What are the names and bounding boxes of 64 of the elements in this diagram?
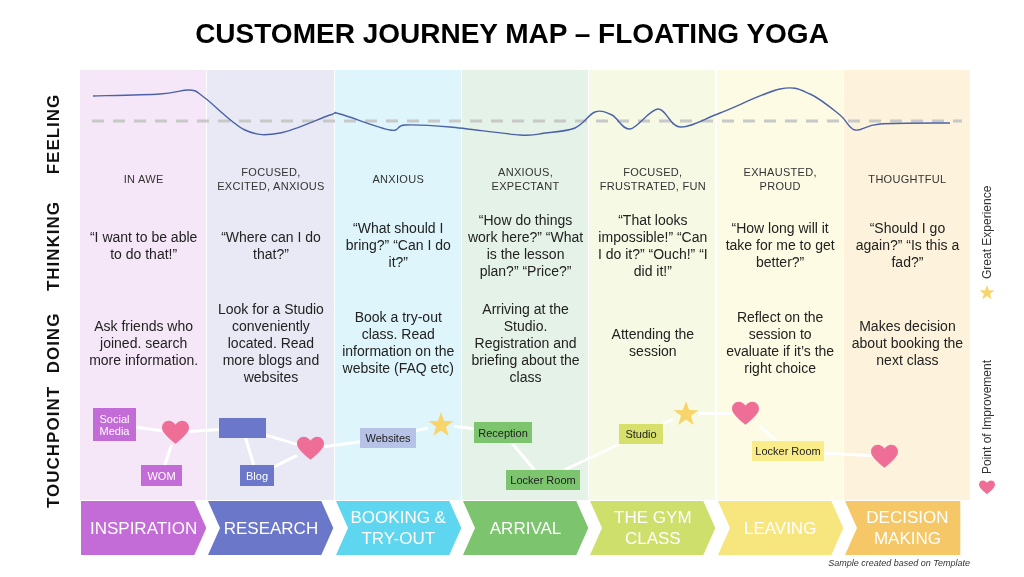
emotion-label: ANXIOUS (371, 172, 426, 187)
stage-banner: BOOKING & TRY-OUT (335, 501, 461, 555)
connector-line (758, 424, 778, 443)
connector-line (135, 425, 163, 433)
connector-line (244, 437, 256, 466)
touchpoint-box: Social Media (93, 408, 136, 441)
connector-line (563, 442, 621, 472)
action-text: Arriving at the Studio. Registration and briefing about the class (470, 301, 581, 385)
touchpoint-box: Locker Room (752, 441, 824, 461)
connector-line (323, 440, 361, 449)
action-text: Reflect on the session to evaluate if it’s the right choice (725, 308, 836, 378)
row-header: TOUCHPOINT (44, 385, 64, 508)
connector-line (453, 424, 475, 431)
thought-quote: “Should I go again?” “Is this a fad?” (854, 219, 961, 272)
connector-line (188, 428, 220, 434)
heart-icon (162, 420, 189, 445)
emotion-label: IN AWE (122, 172, 165, 187)
connector-line (662, 418, 674, 426)
star-icon (673, 401, 699, 426)
row-header: FEELING (44, 93, 64, 175)
thought-quote: “Where can I do that?” (220, 227, 322, 264)
legend-text: Point of Improvement (980, 358, 994, 474)
thought-quote: “What should I bring?” “Can I do it?” (344, 219, 452, 272)
stage-banner: THE GYM CLASS (590, 501, 716, 555)
title: CUSTOMER JOURNEY MAP – FLOATING YOGA (194, 18, 830, 50)
action-text: Attending the session (610, 325, 696, 361)
emotion-label: FOCUSED, EXCITED, ANXIOUS (216, 165, 326, 194)
connector-line (510, 442, 536, 471)
emotion-label: EXHAUSTED, PROUD (742, 165, 818, 194)
touchpoint-box: Studio (619, 424, 663, 444)
action-text: Makes decision about booking the next class (850, 316, 965, 370)
caption: Sample created based on Template (828, 558, 970, 568)
action-text: Look for a Studio conveniently located. Read more blogs and websites (217, 301, 325, 385)
stage-banner: RESEARCH (208, 501, 334, 555)
row-header: DOING (44, 312, 64, 374)
emotion-label: FOCUSED, FRUSTRATED, FUN (598, 165, 707, 194)
thought-quote: “That looks impossible!” “Can I do it?” “Ouch!” “I did it!” (597, 210, 709, 281)
touchpoint-box: Blog (240, 465, 274, 486)
thought-quote: “I want to be able to do that!” (88, 227, 199, 264)
emotion-label: THOUGHTFUL (867, 172, 948, 187)
connector-line (273, 453, 298, 469)
heart-icon (297, 436, 324, 461)
stage-banner: LEAVING (717, 501, 843, 555)
connector-line (823, 451, 872, 458)
heart-icon (732, 401, 759, 426)
touchpoint-box: Locker Room (506, 470, 580, 490)
connector-line (163, 444, 173, 466)
touchpoint-box: Websites (360, 428, 416, 448)
legend-text: Great Experience (980, 184, 994, 279)
heart-icon (871, 444, 898, 469)
connector-line (265, 433, 298, 446)
touchpoint-box: WOM (141, 465, 182, 486)
action-text: Book a try-out class. Read information on the website (FAQ etc) (341, 308, 456, 378)
emotion-label: ANXIOUS, EXPECTANT (490, 165, 561, 194)
thought-quote: “How do things work here?” “What is the lesson plan?” “Price?” (467, 210, 584, 281)
star-icon (428, 412, 454, 437)
stage-banner: ARRIVAL (462, 501, 589, 555)
action-text: Ask friends who joined. search more information. (88, 316, 200, 370)
connector-line (415, 426, 429, 433)
touchpoint-box: Reception (474, 422, 532, 443)
thought-quote: “How long will it take for me to get better?” (724, 219, 836, 272)
row-header: THINKING (44, 200, 64, 291)
stage-banner: INSPIRATION (81, 501, 207, 555)
touchpoint-box (219, 418, 266, 438)
